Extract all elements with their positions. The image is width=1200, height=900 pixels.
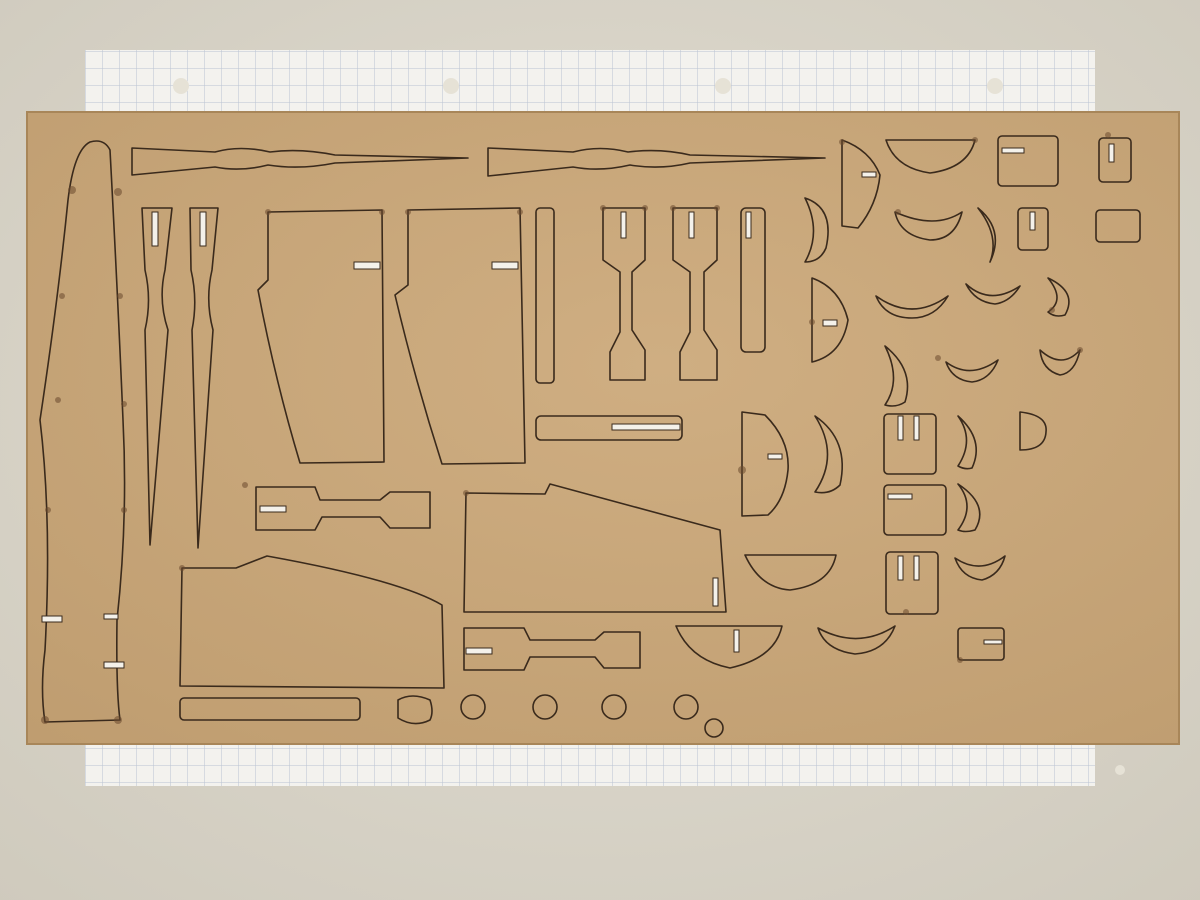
crescent-part [957, 483, 981, 533]
former-part [741, 411, 789, 517]
crescent-part [1039, 349, 1081, 376]
former-part [675, 625, 783, 669]
crescent-part [1047, 277, 1070, 317]
stick-part [740, 207, 766, 353]
crescent-part [804, 197, 829, 263]
spar-part [487, 147, 826, 177]
binder-hole [443, 78, 459, 94]
binder-hole [173, 78, 189, 94]
disc-part [673, 694, 699, 720]
binder-hole [987, 78, 1003, 94]
crescent-part [817, 625, 896, 655]
bulkhead-part [1017, 207, 1049, 251]
burn-marks [41, 132, 1111, 724]
spar-part [131, 147, 469, 176]
dogbone-part [463, 627, 641, 671]
dogbone-part [602, 207, 646, 381]
crescent-part [875, 295, 949, 319]
strut-part [189, 207, 219, 549]
stick-part [179, 697, 361, 721]
bulkhead-part [957, 627, 1005, 661]
crescent-part [965, 283, 1021, 305]
crescent-part [884, 345, 909, 407]
crescent-part [957, 415, 977, 470]
crescent-part [894, 211, 963, 241]
disc-part [532, 694, 558, 720]
rudder-panel-part [257, 209, 385, 464]
bulkhead-part [1095, 209, 1141, 243]
bulkhead-part [997, 135, 1059, 187]
dogbone-part [672, 207, 718, 381]
disc-part [601, 694, 627, 720]
disc-part [460, 694, 486, 720]
tab-slots [41, 143, 1115, 669]
former-part [811, 277, 849, 363]
former-part [885, 139, 976, 174]
bulkhead-part [883, 484, 947, 536]
bulkhead-part [883, 413, 937, 475]
binder-hole [1115, 765, 1125, 775]
crescent-part [977, 207, 997, 263]
rudder-panel-part [394, 207, 526, 465]
stick-part [535, 207, 555, 384]
former-part [841, 139, 881, 229]
laser-cut-parts [39, 135, 1141, 738]
stabilizer-panel-part [463, 483, 727, 613]
stick-part [535, 415, 683, 441]
bulkhead-part [1098, 137, 1132, 183]
crescent-part [954, 555, 1006, 581]
bulkhead-part [885, 551, 939, 615]
stabilizer-panel-part [179, 555, 445, 689]
binder-hole [715, 78, 731, 94]
strut-part [141, 207, 173, 546]
crescent-part [814, 415, 843, 494]
former-part [744, 554, 837, 591]
disc-part [397, 695, 433, 725]
former-part [1019, 411, 1047, 451]
disc-part [704, 718, 724, 738]
dogbone-part [255, 486, 431, 531]
crescent-part [945, 359, 999, 383]
